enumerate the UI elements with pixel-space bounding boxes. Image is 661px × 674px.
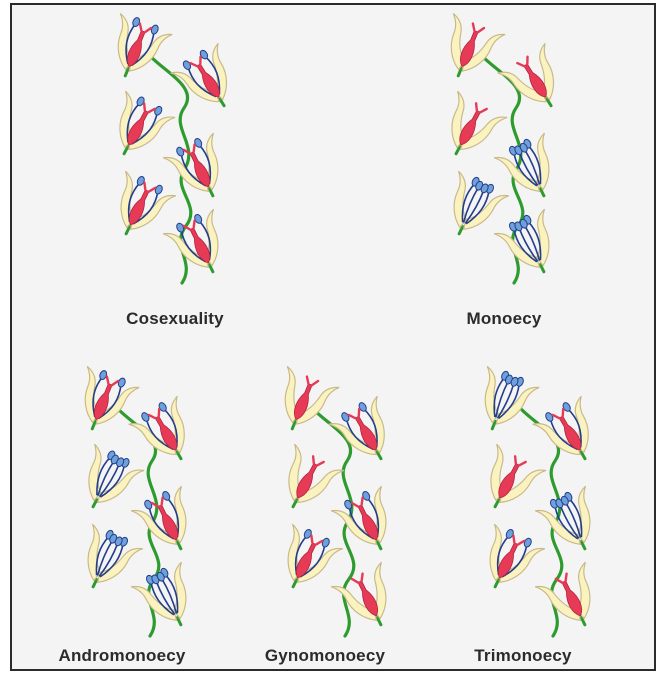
label-trimonoecy: Trimonoecy bbox=[474, 646, 571, 666]
label-monoecy: Monoecy bbox=[466, 309, 541, 329]
label-gynomonoecy: Gynomonoecy bbox=[265, 646, 385, 666]
label-cosexuality: Cosexuality bbox=[126, 309, 224, 329]
label-andromonoecy: Andromonoecy bbox=[58, 646, 185, 666]
